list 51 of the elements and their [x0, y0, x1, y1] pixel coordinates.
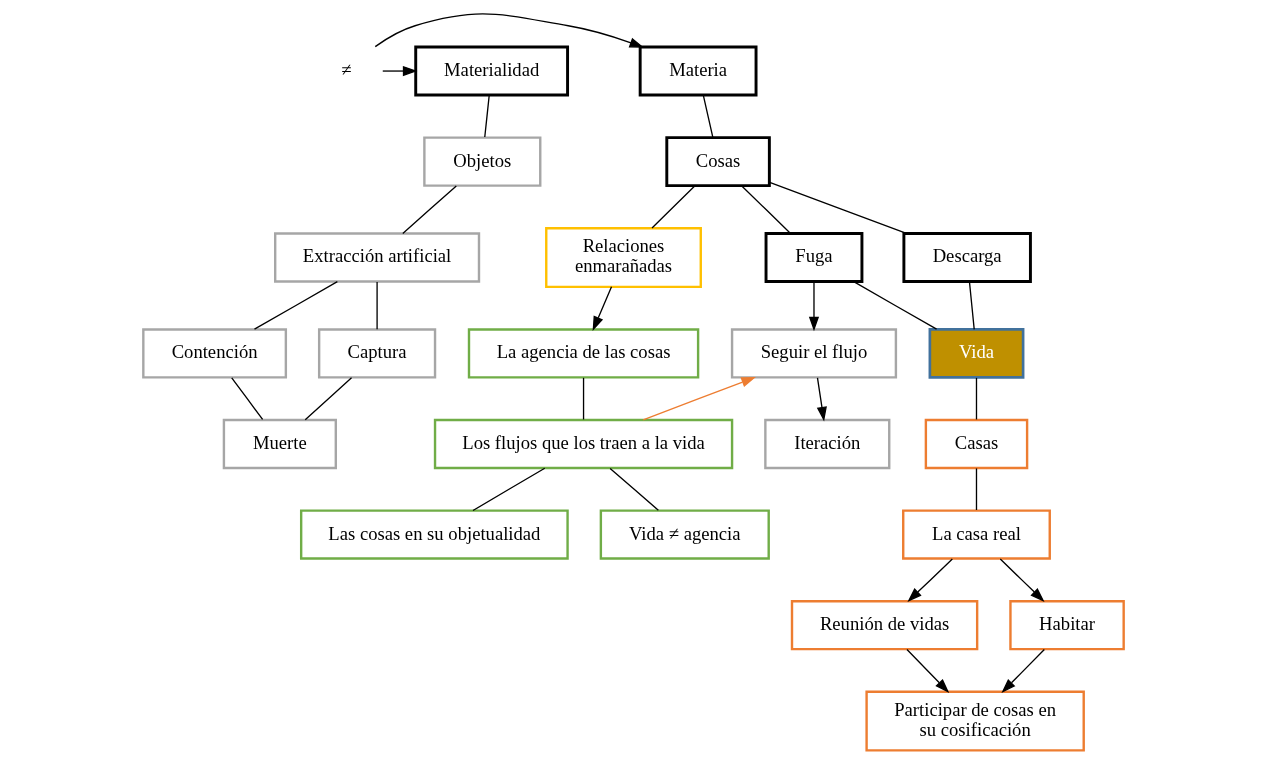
arrow: [816, 377, 827, 422]
node-box: Vida: [928, 328, 1025, 379]
connector: [702, 94, 714, 138]
node-box: Cosas: [665, 136, 771, 188]
connector: [651, 185, 696, 229]
node-box: Habitar: [1009, 599, 1125, 651]
node-box: Muerte: [222, 418, 337, 470]
arrow: [592, 286, 613, 331]
node-box: La agencia de las cosas: [467, 328, 700, 379]
connector: [609, 467, 660, 511]
node-box: Casas: [924, 418, 1029, 470]
connector: [231, 377, 264, 421]
connector: [582, 377, 585, 421]
connector: [376, 281, 378, 330]
arrow: [907, 558, 953, 602]
connector: [484, 94, 490, 138]
arrow: [642, 376, 756, 421]
connector: [472, 467, 546, 512]
node-box: Fuga: [764, 232, 864, 283]
node-box: Materialidad: [414, 45, 570, 97]
connector: [769, 181, 908, 235]
node-box: Materia: [638, 45, 758, 97]
node-box: Seguir el flujo: [730, 328, 898, 379]
node-box: Contención: [142, 328, 288, 379]
node-box: Relaciones enmarañadas: [545, 227, 702, 289]
arrow: [382, 65, 418, 77]
node-box: Objetos: [423, 136, 542, 187]
connector: [253, 281, 338, 330]
connector: [968, 281, 975, 330]
node-box: Vida ≠ agencia: [599, 509, 770, 560]
node-box: Iteración: [764, 418, 891, 470]
arrow: [374, 13, 645, 48]
node-box: Reunión de vidas: [790, 599, 979, 651]
node-box: Extracción artificial: [274, 232, 481, 283]
arrow: [808, 281, 820, 332]
connector: [304, 377, 353, 421]
node-box: Captura: [317, 328, 437, 379]
node-box: Las cosas en su objetualidad: [299, 509, 569, 560]
connector: [975, 377, 978, 421]
connector: [975, 467, 978, 511]
connector: [741, 185, 792, 235]
arrow: [999, 558, 1045, 602]
arrow: [1001, 648, 1045, 694]
node-box: Participar de cosas en su cosificación: [865, 690, 1085, 752]
connector: [853, 281, 938, 330]
connector: [402, 185, 457, 235]
arrow: [906, 648, 950, 694]
node-text: ≠: [341, 58, 352, 80]
node-box: Los flujos que los traen a la vida: [433, 418, 734, 470]
node-box: La casa real: [902, 509, 1051, 560]
node-box: Descarga: [902, 232, 1032, 283]
